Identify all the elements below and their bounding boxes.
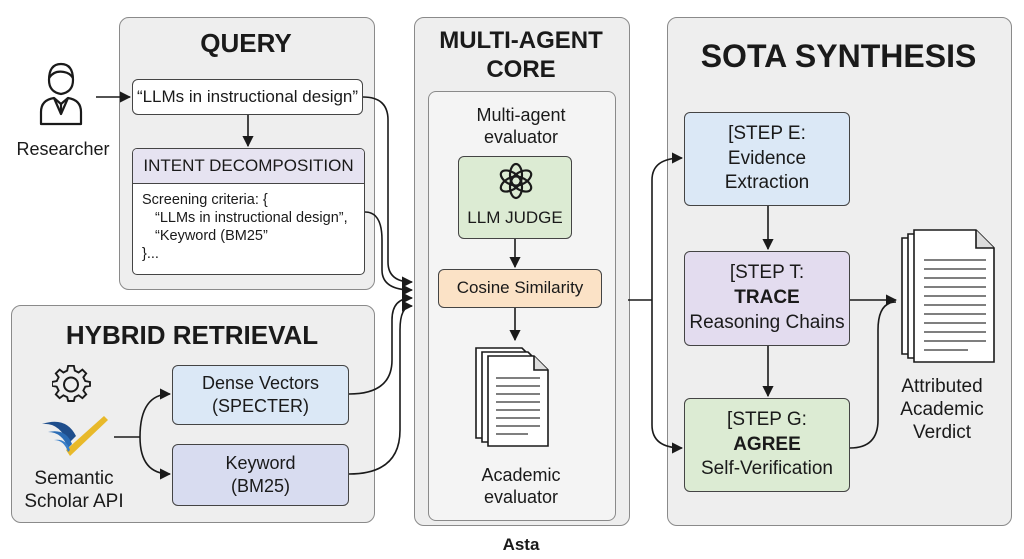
semantic-scholar-label-1: Semantic (34, 468, 114, 489)
evaluator-label-1: Multi-agent (476, 105, 566, 125)
step-e-name: Evidence (727, 147, 807, 169)
step-t-label: [STEP T: (729, 262, 805, 284)
step-t-box: [STEP T: TRACE Reasoning Chains (684, 251, 850, 346)
sota-synthesis-title: SOTA SYNTHESIS (700, 38, 977, 74)
intent-decomposition-box: INTENT DECOMPOSITION Screening criteria:… (132, 148, 365, 275)
llm-judge-label: LLM JUDGE (467, 207, 563, 227)
query-prompt-text: “LLMs in instructional design” (136, 86, 359, 106)
intent-line-2: “LLMs in instructional design”, (155, 210, 348, 226)
step-e-box: [STEP E: Evidence Extraction (684, 112, 850, 206)
academic-documents-icon (472, 342, 552, 450)
openai-logo-icon (497, 162, 535, 200)
researcher-icon (36, 58, 86, 128)
verdict-label-1: Attributed (901, 376, 983, 397)
intent-line-4: }... (142, 246, 159, 262)
intent-line-1: Screening criteria: { (142, 192, 268, 208)
keyword-label: Keyword (225, 452, 296, 473)
intent-line-3: “Keyword (BM25” (155, 228, 268, 244)
dense-vectors-label: Dense Vectors (201, 372, 320, 393)
asta-footer-label: Asta (502, 535, 540, 554)
step-g-label: [STEP G: (727, 408, 807, 430)
step-t-name: TRACE (734, 287, 800, 309)
semantic-scholar-logo-icon (38, 410, 110, 458)
core-title-line-2: CORE (486, 56, 556, 83)
gear-icon (51, 364, 92, 405)
intent-decomposition-header: INTENT DECOMPOSITION (133, 149, 364, 184)
dense-vectors-model: (SPECTER) (211, 396, 309, 416)
step-e-label: [STEP E: (728, 122, 806, 144)
dense-vectors-box: Dense Vectors (SPECTER) (172, 365, 349, 425)
semantic-scholar-label-2: Scholar API (24, 491, 124, 512)
verdict-label-3: Verdict (912, 422, 972, 443)
cosine-similarity-box: Cosine Similarity (438, 269, 602, 308)
verdict-documents-icon (898, 228, 1002, 368)
academic-evaluator-label-1: Academic (481, 465, 561, 485)
cosine-similarity-label: Cosine Similarity (456, 278, 584, 298)
step-g-box: [STEP G: AGREE Self-Verification (684, 398, 850, 492)
keyword-box: Keyword (BM25) (172, 444, 349, 506)
step-g-name: AGREE (733, 433, 801, 455)
step-g-desc: Self-Verification (700, 458, 833, 480)
academic-evaluator-label-2: evaluator (483, 487, 559, 507)
step-e-desc: Extraction (724, 172, 810, 194)
keyword-model: (BM25) (230, 476, 290, 496)
evaluator-label-2: evaluator (483, 127, 559, 147)
query-prompt-box: “LLMs in instructional design” (132, 79, 363, 115)
researcher-label: Researcher (16, 139, 110, 159)
query-title: QUERY (200, 28, 292, 58)
hybrid-retrieval-title: HYBRID RETRIEVAL (65, 320, 319, 350)
step-t-desc: Reasoning Chains (689, 311, 845, 333)
core-title-line-1: MULTI-AGENT (439, 27, 603, 54)
verdict-label-2: Academic (900, 399, 984, 420)
